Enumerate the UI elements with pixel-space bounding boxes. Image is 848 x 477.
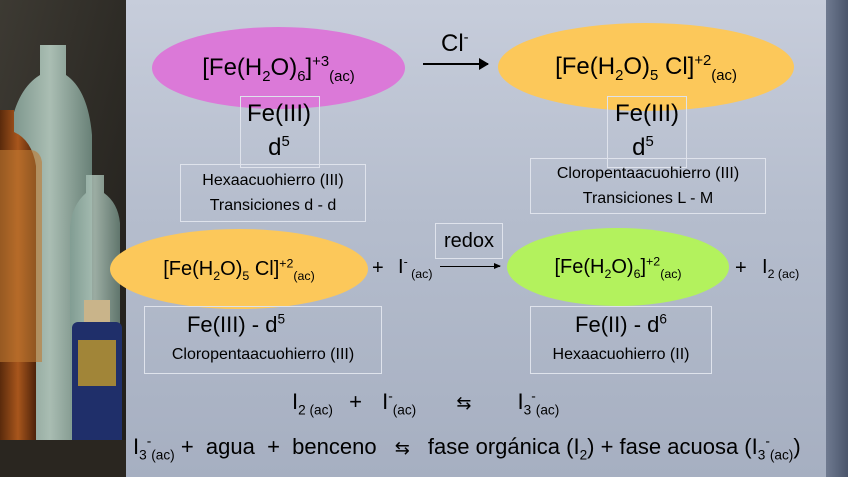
info-box-oxidation xyxy=(240,96,320,168)
transition-type: Transiciones L - M xyxy=(582,190,714,207)
plus-sign: + xyxy=(735,257,747,279)
oxidation-state-label: Fe(III) xyxy=(247,100,311,127)
plus-sign: + xyxy=(372,257,384,279)
transition-type: Transiciones d - d xyxy=(209,197,337,214)
reactant-ellipse-chloropentaaquo-iron-iii: [Fe(H2O)5 Cl]+2(ac) xyxy=(110,229,368,309)
info-box-oxidation xyxy=(607,96,687,168)
equation-triiodide-equilibrium: I2 (ac) + I-(ac) ⇆ I3-(ac) xyxy=(292,388,560,418)
info-box-name xyxy=(530,158,766,214)
formula: [Fe(H2O)5 Cl]+2(ac) xyxy=(163,255,315,283)
complex-name: Hexaacuohierro (II) xyxy=(552,346,690,363)
arrow-label-chloride: Cl- xyxy=(441,30,469,57)
formula: [Fe(H2O)5 Cl]+2(ac) xyxy=(555,53,737,84)
oxidation-state-label: Fe(III) - d5 xyxy=(186,311,286,337)
reactant-ellipse-hexaaquo-iron-iii: [Fe(H2O)6]+3(ac) xyxy=(152,27,405,109)
reaction-arrow-1 xyxy=(423,58,489,70)
formula: [Fe(H2O)6]+3(ac) xyxy=(202,54,355,85)
electron-config-label: d5 xyxy=(268,134,290,161)
complex-name: Cloropentaacuohierro (III) xyxy=(171,346,355,363)
redox-label-box xyxy=(435,223,503,259)
redox-label: redox xyxy=(443,230,495,252)
iodide-ion: I- (ac) xyxy=(398,254,433,281)
oxidation-state-label: Fe(III) xyxy=(615,100,679,127)
equation-phase-extraction: I3-(ac) + agua + benceno ⇆ fase orgánica… xyxy=(133,433,801,463)
formula: [Fe(H2O)6]+2(ac) xyxy=(554,253,682,281)
slide-edge xyxy=(826,0,848,477)
oxidation-state-label: Fe(II) - d6 xyxy=(575,311,667,337)
complex-name: Hexaacuohierro (III) xyxy=(202,172,344,189)
reaction-arrow-2 xyxy=(440,263,501,269)
info-box-right xyxy=(530,306,712,374)
iodine: I2 (ac) xyxy=(762,256,800,281)
bottles-photo xyxy=(0,0,126,477)
electron-config-label: d5 xyxy=(632,134,654,161)
product-ellipse-hexaaquo-iron-ii: [Fe(H2O)6]+2(ac) xyxy=(507,228,729,306)
complex-name: Cloropentaacuohierro (III) xyxy=(556,165,740,182)
info-box-left xyxy=(144,306,382,374)
equilibrium-arrow: ⇆ xyxy=(456,393,472,413)
info-box-name xyxy=(180,164,366,222)
equilibrium-arrow: ⇆ xyxy=(394,438,410,458)
